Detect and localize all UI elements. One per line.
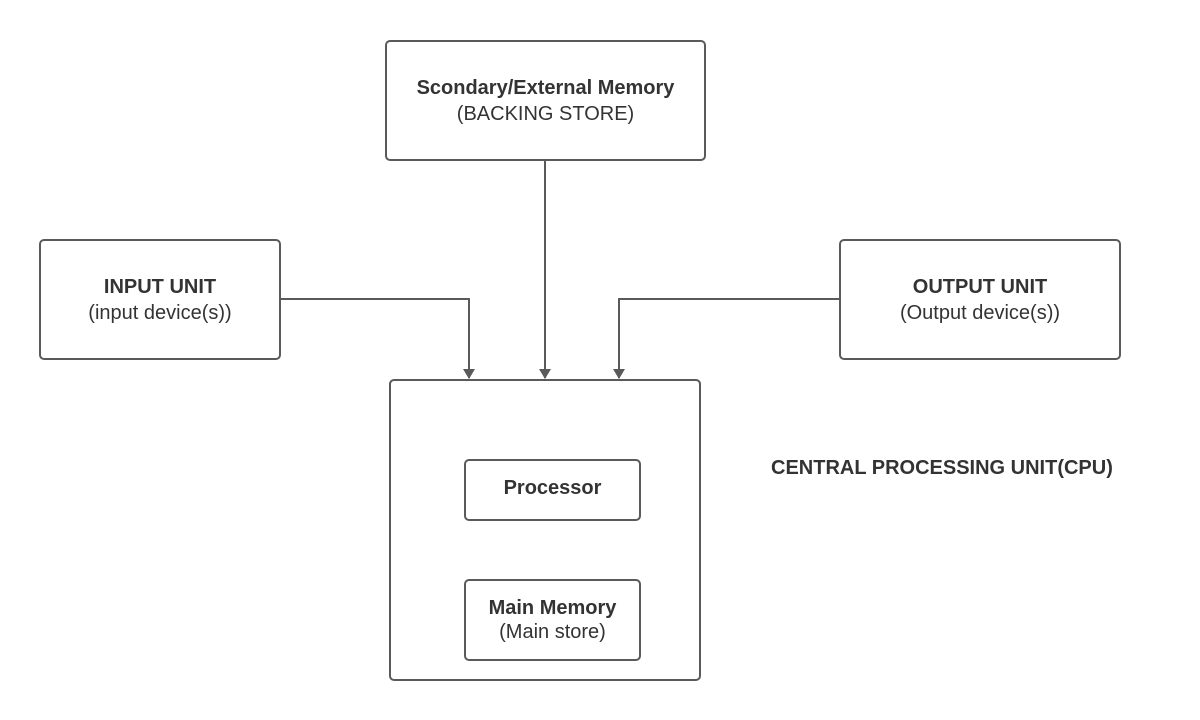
input-unit-subtitle: (input device(s)) <box>88 301 232 324</box>
arrow-input-to-cpu <box>281 298 475 379</box>
input-unit-title: INPUT UNIT <box>103 275 217 298</box>
secondary-memory-subtitle: (BACKING STORE) <box>456 102 635 125</box>
processor-title: Processor <box>503 477 602 499</box>
processor-box: Processor <box>464 459 641 521</box>
output-unit-subtitle: (Output device(s)) <box>899 301 1061 324</box>
arrow-output-to-cpu <box>613 298 839 379</box>
output-unit-title: OUTPUT UNIT <box>912 275 1048 298</box>
main-memory-box: Main Memory (Main store) <box>464 579 641 661</box>
main-memory-title: Main Memory <box>488 597 617 619</box>
output-unit-box: OUTPUT UNIT (Output device(s)) <box>839 239 1121 360</box>
secondary-memory-title: Scondary/External Memory <box>416 76 675 99</box>
secondary-memory-box: Scondary/External Memory (BACKING STORE) <box>385 40 706 161</box>
cpu-label: CENTRAL PROCESSING UNIT(CPU) <box>771 457 1113 479</box>
input-unit-box: INPUT UNIT (input device(s)) <box>39 239 281 360</box>
main-memory-subtitle: (Main store) <box>499 621 606 643</box>
